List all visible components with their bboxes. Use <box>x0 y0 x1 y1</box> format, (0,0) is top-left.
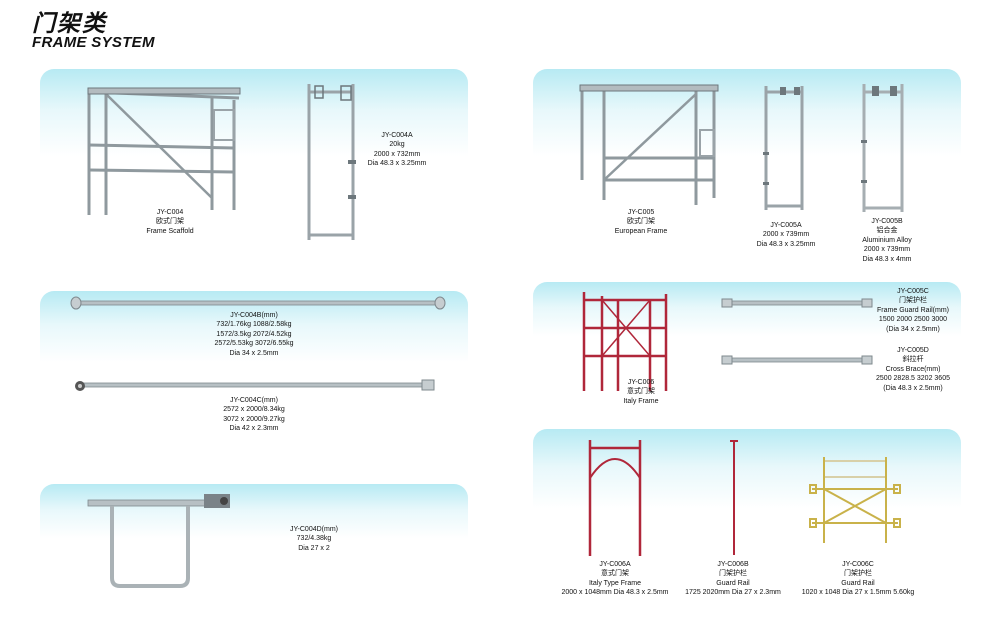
product-dia: Dia 48.3 x 3.25mm <box>756 240 816 248</box>
product-spec: 1725 2020mm Dia 27 x 2.3mm <box>685 589 781 597</box>
product-weight: 20kg <box>389 141 405 149</box>
product-code: JY-C004A <box>381 132 413 139</box>
product-code: JY-C004C(mm) <box>230 397 278 404</box>
product-name-en: Italy Type Frame <box>588 579 641 587</box>
product-code: JY-C005D <box>897 347 929 354</box>
caption-c005c: JY-C005C 门架护栏 Frame Guard Rail(mm) 1500 … <box>877 287 949 334</box>
caption-c004a: JY-C004A 20kg 2000 x 732mm Dia 48.3 x 3.… <box>368 131 427 169</box>
product-spec: 1020 x 1048 Dia 27 x 1.5mm 5.60kg <box>801 589 915 597</box>
product-image-c004c <box>72 377 437 393</box>
product-name-en: Frame Scaffold <box>146 227 194 235</box>
product-code: JY-C004 <box>156 209 184 216</box>
product-size: 2000 x 732mm <box>373 150 421 158</box>
caption-c006a: JY-C006A 意式门架 Italy Type Frame 2000 x 10… <box>562 560 669 598</box>
caption-c005d: JY-C005D 斜拉杆 Cross Brace(mm) 2500 2828.5… <box>876 346 950 393</box>
product-size: 2000 x 739mm <box>762 231 810 239</box>
product-image-c006b <box>728 437 740 557</box>
product-sizes: 1500 2000 2500 3000 <box>878 316 948 324</box>
product-name-en: Aluminium Alloy <box>862 236 912 244</box>
product-dia: Dia 27 x 2 <box>298 544 330 552</box>
product-name-cn: 意式门架 <box>626 387 655 396</box>
product-image-c006 <box>578 286 674 396</box>
product-code: JY-C006 <box>627 379 655 386</box>
product-name-cn: 意式门架 <box>601 569 629 578</box>
product-code: JY-C005 <box>627 209 655 216</box>
product-image-c005c <box>721 297 873 309</box>
caption-c005a: JY-C005A 2000 x 739mm Dia 48.3 x 3.25mm <box>757 221 816 249</box>
caption-c004: JY-C004 欧式门架 Frame Scaffold <box>146 208 193 236</box>
product-code: JY-C004B(mm) <box>230 312 278 319</box>
caption-c006: JY-C006 意式门架 Italy Frame <box>623 378 658 406</box>
product-name-en: Frame Guard Rail(mm) <box>877 306 949 314</box>
product-code: JY-C006B <box>717 561 749 568</box>
product-spec: 2000 x 1048mm Dia 48.3 x 2.5mm <box>561 589 669 597</box>
product-code: JY-C005A <box>770 222 802 229</box>
product-dia: Dia 34 x 2.5mm <box>229 349 279 357</box>
product-name-cn: 斜拉杆 <box>902 355 924 364</box>
product-name-en: European Frame <box>614 227 668 235</box>
product-image-c005 <box>576 80 721 205</box>
product-image-c006a <box>584 434 646 559</box>
caption-c004b: JY-C004B(mm) 732/1.76kg 1088/2.58kg 1572… <box>214 311 293 358</box>
product-name-en: Italy Frame <box>623 397 659 405</box>
product-code: JY-C005B <box>871 218 903 225</box>
product-image-c004d <box>86 490 246 590</box>
spec-row: 732/1.76kg 1088/2.58kg <box>216 321 292 329</box>
product-dia: (Dia 34 x 2.5mm) <box>886 325 940 333</box>
spec-row: 2572 x 2000/8.34kg <box>223 406 285 414</box>
product-size: 2000 x 739mm <box>863 246 911 254</box>
product-dia: (Dia 48.3 x 2.5mm) <box>883 384 943 392</box>
caption-c006b: JY-C006B 门架护栏 Guard Rail 1725 2020mm Dia… <box>685 560 781 598</box>
caption-c004d: JY-C004D(mm) 732/4.38kg Dia 27 x 2 <box>290 525 338 553</box>
product-sizes: 2500 2828.5 3202 3605 <box>876 375 950 383</box>
caption-c005b: JY-C005B 铝合金 Aluminium Alloy 2000 x 739m… <box>862 217 911 264</box>
product-dia: Dia 48.3 x 3.25mm <box>367 160 427 168</box>
product-image-c006c <box>806 453 902 558</box>
page-title-en: FRAME SYSTEM <box>32 34 155 51</box>
product-dia: Dia 42 x 2.3mm <box>229 425 279 433</box>
product-image-c004b <box>68 296 448 310</box>
product-image-c004a <box>303 80 363 245</box>
spec-row: 732/4.38kg <box>296 535 332 543</box>
page-title-cn: 门架类 <box>32 11 107 37</box>
panel-italy-type <box>533 429 961 602</box>
spec-row: 1572/3.5kg 2072/4.52kg <box>216 330 292 338</box>
caption-c004c: JY-C004C(mm) 2572 x 2000/8.34kg 3072 x 2… <box>223 396 285 434</box>
product-name-cn: 门架护栏 <box>719 569 747 578</box>
caption-c006c: JY-C006C 门架护栏 Guard Rail 1020 x 1048 Dia… <box>802 560 914 598</box>
product-code: JY-C006C <box>842 561 874 568</box>
caption-c005: JY-C005 欧式门架 European Frame <box>615 208 668 236</box>
product-name-cn: 铝合金 <box>876 226 898 235</box>
product-code: JY-C005C <box>897 288 929 295</box>
product-code: JY-C004D(mm) <box>290 526 338 533</box>
product-name-cn: 门架护栏 <box>898 296 927 305</box>
product-image-c005a <box>760 82 810 214</box>
product-image-c004 <box>84 80 244 220</box>
panel-rails <box>40 291 468 446</box>
spec-row: 2572/5.53kg 3072/6.55kg <box>214 340 294 348</box>
product-name-cn: 欧式门架 <box>627 217 655 226</box>
product-name-en: Guard Rail <box>716 579 750 587</box>
product-image-c005d <box>721 354 873 366</box>
product-name-cn: 门架护栏 <box>844 569 872 578</box>
product-name-en: Guard Rail <box>841 579 875 587</box>
product-dia: Dia 48.3 x 4mm <box>862 255 912 263</box>
product-code: JY-C006A <box>599 561 631 568</box>
spec-row: 3072 x 2000/9.27kg <box>223 415 285 423</box>
product-name-en: Cross Brace(mm) <box>885 365 941 373</box>
product-image-c005b <box>858 80 910 215</box>
product-name-cn: 欧式门架 <box>156 217 184 226</box>
